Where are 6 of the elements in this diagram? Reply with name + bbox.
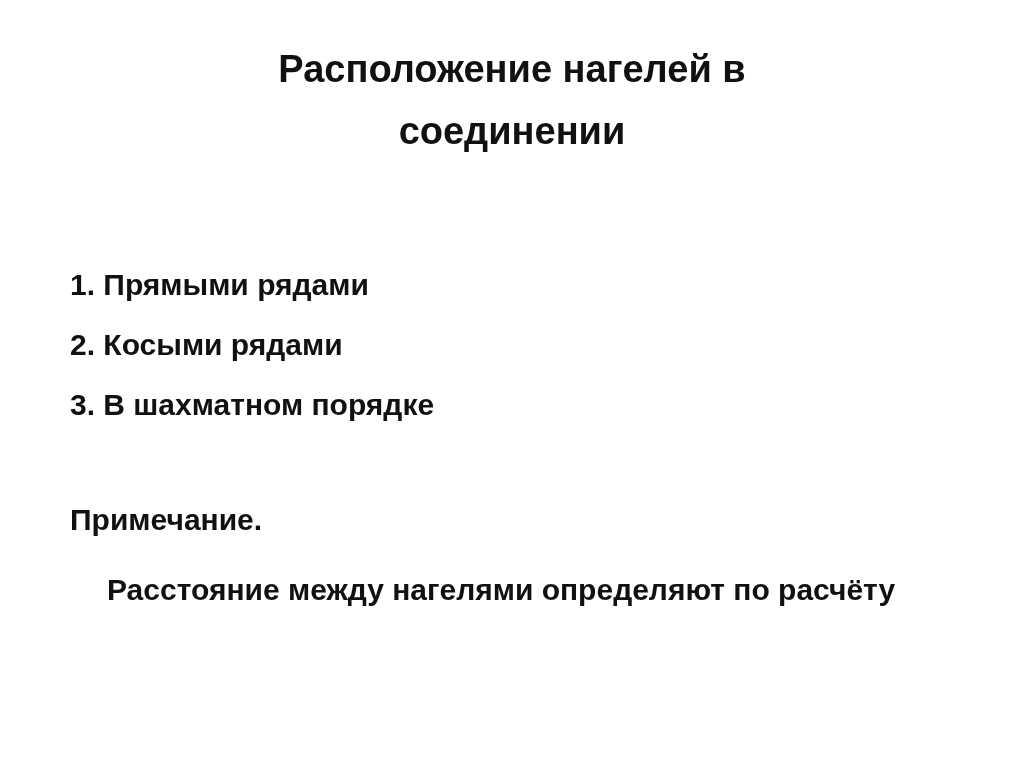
- note-text: Расстояние между нагелями определяют по расчёту: [107, 572, 896, 608]
- list-item: 2. Косыми рядами: [70, 327, 343, 363]
- list-item: 3. В шахматном порядке: [70, 387, 435, 423]
- slide-title: Расположение нагелей в соединении: [277, 47, 747, 154]
- list-item: 1. Прямыми рядами: [70, 267, 369, 303]
- note-heading: Примечание.: [70, 502, 263, 538]
